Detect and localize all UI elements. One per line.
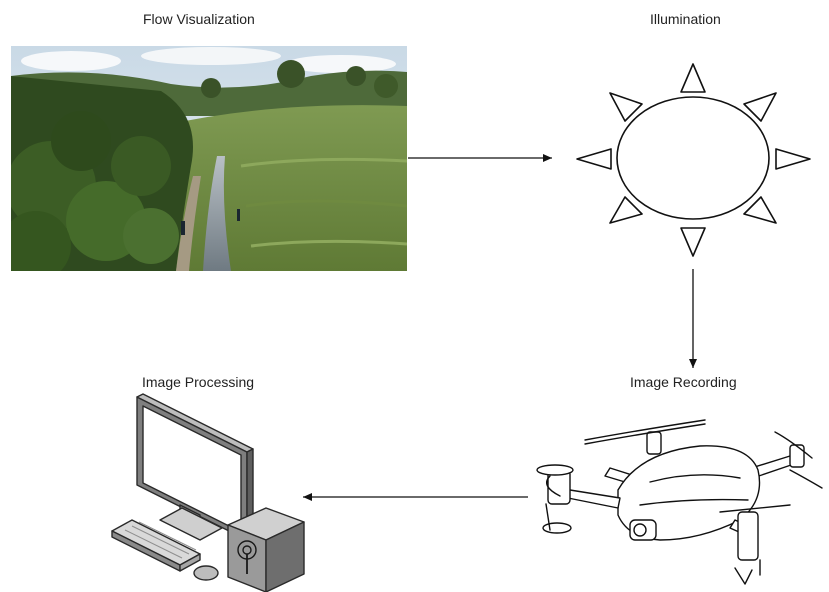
image-processing-label: Image Processing — [142, 374, 255, 390]
illumination-label: Illumination — [650, 11, 721, 27]
sun-icon — [576, 63, 811, 257]
drone-icon — [536, 419, 823, 585]
image-recording-label: Image Recording — [630, 374, 737, 390]
computer-workstation-icon — [111, 393, 305, 592]
river-landscape-photo — [11, 46, 407, 271]
flow-visualization-label: Flow Visualization — [143, 11, 255, 27]
